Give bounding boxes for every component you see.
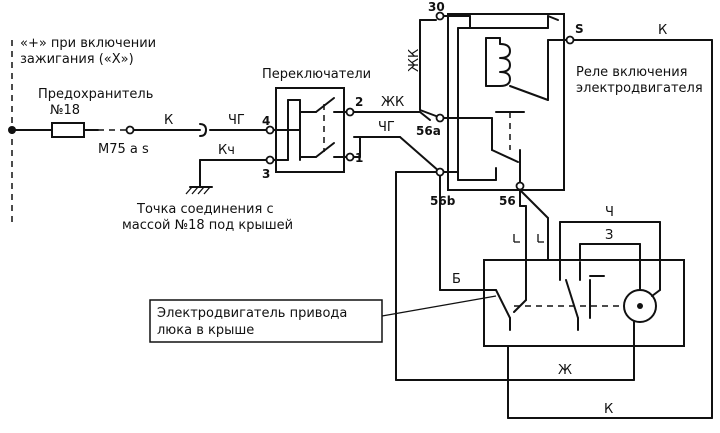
switch-pin-2: 2 <box>355 95 363 109</box>
ignition-feed <box>8 40 271 225</box>
ground-wire <box>185 159 271 195</box>
wire-zhk-vertical-label: ЖК <box>407 49 422 72</box>
wire-chg-in-label: ЧГ <box>228 113 245 128</box>
fuse-label-1: Предохранитель <box>38 87 153 102</box>
connector-label: M75 a s <box>98 142 149 157</box>
relay-pin-30: 30 <box>428 0 445 14</box>
wire-zhk-label: ЖК <box>381 95 404 110</box>
relay-pin-56a: 56a <box>416 124 441 138</box>
relay-pin-56: 56 <box>499 194 516 208</box>
switches-block <box>265 87 355 173</box>
wire-z-label: З <box>605 228 613 243</box>
wire-ch-label: Ч <box>605 205 614 220</box>
relay-block <box>419 11 575 191</box>
motor-title-1: Электродвигатель привода <box>157 306 347 321</box>
relay-pin-s: S <box>575 22 584 36</box>
switch-relay-wires <box>353 111 441 173</box>
wire-chg-label: ЧГ <box>378 120 395 135</box>
relay-title-2: электродвигателя <box>576 81 703 96</box>
wire-56-to-motor <box>513 189 549 261</box>
wire-b-label: Б <box>452 272 461 287</box>
ground-label-2: массой №18 под крышей <box>122 218 293 233</box>
ground-label-1: Точка соединения с <box>136 202 274 217</box>
relay-title-1: Реле включения <box>576 65 688 80</box>
wire-k-bottom-label: К <box>604 402 613 417</box>
fuse-label-2: №18 <box>50 103 80 118</box>
ignition-label-1: «+» при включении <box>20 36 156 51</box>
wire-56b-to-motor <box>395 171 635 381</box>
switch-pin-4: 4 <box>262 114 270 128</box>
switches-title: Переключатели <box>262 67 371 82</box>
wire-kch-label: Кч <box>218 143 235 158</box>
motor-title-2: люка в крыше <box>157 323 254 338</box>
ignition-label-2: зажигания («X») <box>20 52 134 67</box>
switch-pin-3: 3 <box>262 167 270 181</box>
motor-block <box>483 259 685 347</box>
wires-ch-z <box>559 221 661 291</box>
relay-pin-56b: 56b <box>430 194 456 208</box>
wire-k-top-label: К <box>658 23 667 38</box>
wire-zh-bottom-label: Ж <box>558 363 572 378</box>
wire-s-to-motor <box>507 39 713 419</box>
wire-k-left-label: К <box>164 113 173 128</box>
fuse-18 <box>51 122 85 138</box>
motor-label-box <box>149 295 497 343</box>
connector-m75 <box>125 125 135 135</box>
